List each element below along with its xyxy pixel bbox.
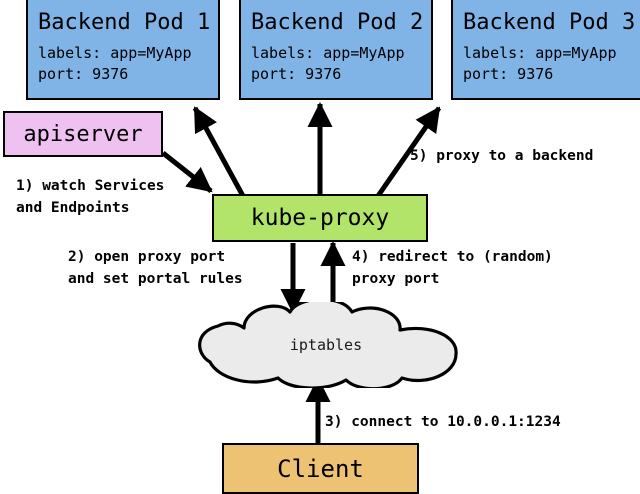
kube-proxy-label: kube-proxy — [250, 205, 390, 231]
iptables-cloud — [186, 297, 466, 391]
arrow-apiserver-to-kubeproxy — [161, 151, 213, 193]
client-label: Client — [277, 454, 364, 483]
backend-pod-1-port: port: 9376 — [38, 64, 129, 83]
step-1-annotation: 1) watch Services and Endpoints — [16, 178, 165, 217]
backend-pod-1-labels: labels: app=MyApp — [38, 43, 192, 62]
apiserver-label: apiserver — [23, 121, 143, 147]
backend-pod-2-labels: labels: app=MyApp — [251, 43, 405, 62]
backend-pod-1[interactable]: Backend Pod 1 labels: app=MyApp port: 93… — [26, 0, 220, 100]
backend-pod-3-labels: labels: app=MyApp — [463, 43, 617, 62]
arrow-kubeproxy-to-pod-3 — [375, 106, 442, 198]
backend-pod-3[interactable]: Backend Pod 3 labels: app=MyApp port: 93… — [451, 0, 640, 100]
backend-pod-2-port: port: 9376 — [251, 64, 342, 83]
backend-pod-3-title: Backend Pod 3 — [463, 9, 636, 35]
backend-pod-2-title: Backend Pod 2 — [251, 9, 424, 35]
step-5-annotation: 5) proxy to a backend — [410, 148, 594, 164]
cloud-shape — [198, 297, 458, 391]
step-3-annotation: 3) connect to 10.0.0.1:1234 — [325, 414, 561, 430]
backend-pod-2[interactable]: Backend Pod 2 labels: app=MyApp port: 93… — [239, 0, 433, 100]
apiserver-node[interactable]: apiserver — [3, 111, 163, 157]
kube-proxy-node[interactable]: kube-proxy — [212, 194, 428, 242]
client-node[interactable]: Client — [222, 443, 419, 494]
step-2-annotation: 2) open proxy port and set portal rules — [68, 249, 243, 288]
backend-pod-3-port: port: 9376 — [463, 64, 554, 83]
arrow-kubeproxy-to-pod-1 — [192, 106, 246, 198]
step-4-annotation: 4) redirect to (random) proxy port — [352, 249, 553, 288]
backend-pod-1-title: Backend Pod 1 — [38, 9, 211, 35]
